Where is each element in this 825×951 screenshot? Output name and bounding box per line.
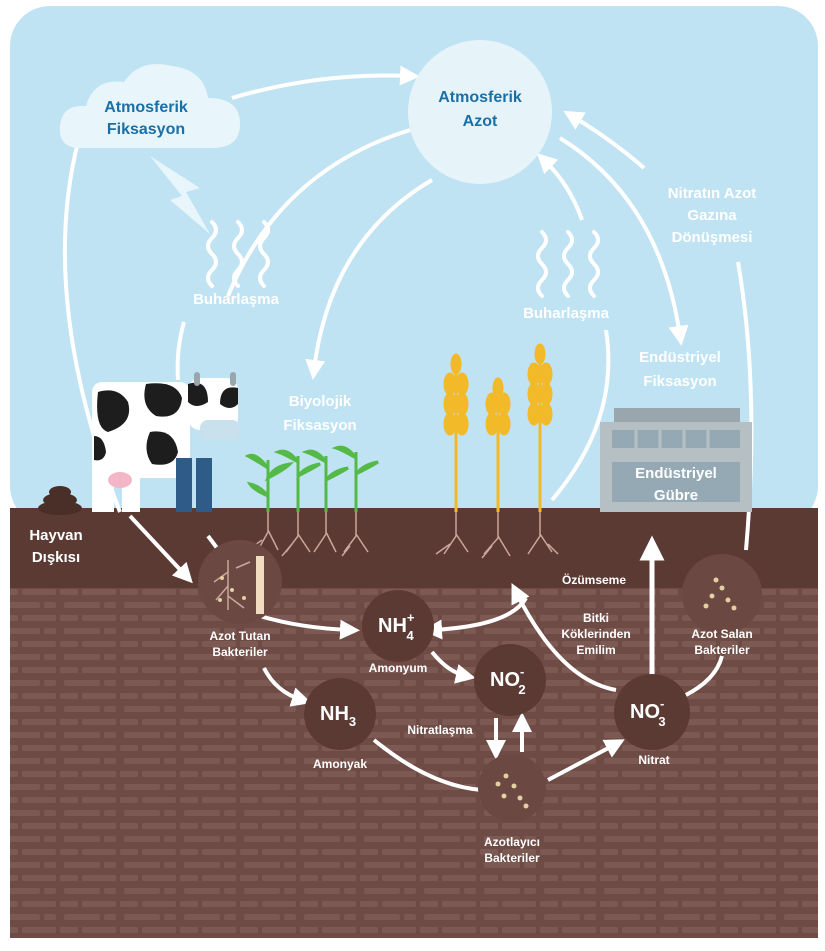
nitrogen-fixing-bacteria-label-1: Azot Tutan xyxy=(209,629,270,643)
cloud-icon xyxy=(59,64,241,148)
denitrification-label-2: Gazına xyxy=(687,207,737,224)
nitrogen-fixing-bacteria-label-2: Bakteriler xyxy=(212,645,268,659)
nh3-circle xyxy=(304,678,376,750)
bacteria-icon-nitrifying xyxy=(478,754,546,822)
arrow-bacteria-to-no3 xyxy=(547,739,625,782)
bacteria-icon-fixing xyxy=(198,540,282,624)
atmospheric-nitrogen-circle xyxy=(408,40,552,184)
soil-topsoil xyxy=(10,508,818,590)
industrial-fixation-label-1: Endüstriyel xyxy=(639,349,721,366)
industrial-fertilizer-label-1: Endüstriyel xyxy=(635,465,717,482)
denitrifying-bacteria-label-2: Bakteriler xyxy=(694,643,750,657)
assimilation-label: Özümseme xyxy=(562,572,626,587)
root-uptake-label-1: Bitki xyxy=(583,611,609,625)
nitrifying-bacteria-label-1: Azotlayıcı xyxy=(484,835,540,849)
no2-formula: NO-2 xyxy=(490,664,526,697)
arrow-nh3-to-bacteria xyxy=(372,738,483,792)
arrow-evap-left-down xyxy=(175,321,186,381)
lightning-icon xyxy=(150,156,210,234)
arrow-evap-right-from-crop xyxy=(550,329,611,502)
arrow-biological-fixation xyxy=(305,178,434,380)
root-uptake-label-3: Emilim xyxy=(576,643,615,657)
arrow-waste-to-bacteria xyxy=(128,514,193,584)
industrial-fixation-label-2: Fiksasyon xyxy=(643,373,716,390)
arrow-nh4-to-no2 xyxy=(430,650,476,684)
arrow-evaporation-right-up xyxy=(536,153,584,221)
arrow-no3-to-denitrifying xyxy=(683,655,724,698)
no2-circle xyxy=(474,644,546,716)
steam-icon-left xyxy=(206,220,270,288)
evaporation-left-label: Buharlaşma xyxy=(193,291,280,308)
nh4-circle xyxy=(362,590,434,662)
industrial-fertilizer-label-2: Gübre xyxy=(654,487,698,504)
waste-icon xyxy=(38,486,82,515)
ammonium-label: Amonyum xyxy=(369,661,428,675)
biological-fixation-label-1: Biyolojik xyxy=(289,393,352,410)
animal-waste-label-2: Dışkısı xyxy=(32,549,80,566)
steam-icon-right xyxy=(536,230,600,298)
wheat-icon xyxy=(443,343,553,512)
evaporation-right-label: Buharlaşma xyxy=(523,305,610,322)
bacteria-icon-denitrifying xyxy=(682,554,762,634)
atmospheric-fixation-label-2: Fiksasyon xyxy=(107,121,185,138)
atmospheric-nitrogen-label-2: Azot xyxy=(463,113,498,130)
cow-icon xyxy=(92,372,240,512)
plant-roots xyxy=(247,512,559,559)
nitrification-label: Nitratlaşma xyxy=(407,723,473,737)
nitrate-label: Nitrat xyxy=(638,753,669,767)
atmospheric-fixation-label-1: Atmosferik xyxy=(104,99,188,116)
nh3-formula: NH3 xyxy=(320,703,356,729)
arrow-cloud-to-atmosphere xyxy=(231,65,420,100)
atmospheric-nitrogen-label-1: Atmosferik xyxy=(438,89,522,106)
soil-frame-bottom xyxy=(10,938,818,946)
denitrification-label-1: Nitratın Azot xyxy=(668,185,757,202)
arrow-no3-to-roots xyxy=(511,583,617,692)
arrow-denitrification-up xyxy=(563,110,646,170)
factory-icon xyxy=(600,408,752,512)
arrow-bacteria-to-nh4 xyxy=(259,614,360,640)
arrow-industrial-fixation xyxy=(558,136,689,346)
plant-icon xyxy=(244,445,379,512)
no3-circle xyxy=(614,674,690,750)
denitrification-label-3: Dönüşmesi xyxy=(672,229,753,246)
arrow-bacteria-to-nh3 xyxy=(262,667,312,707)
animal-waste-label-1: Hayvan xyxy=(29,527,82,544)
ammonia-label: Amonyak xyxy=(313,757,367,771)
biological-fixation-label-2: Fiksasyon xyxy=(283,417,356,434)
nh4-formula: NH+4 xyxy=(378,610,415,643)
no3-formula: NO-3 xyxy=(630,696,666,729)
denitrifying-bacteria-label-1: Azot Salan xyxy=(691,627,752,641)
root-uptake-label-2: Köklerinden xyxy=(561,627,630,641)
nitrifying-bacteria-label-2: Bakteriler xyxy=(484,851,540,865)
